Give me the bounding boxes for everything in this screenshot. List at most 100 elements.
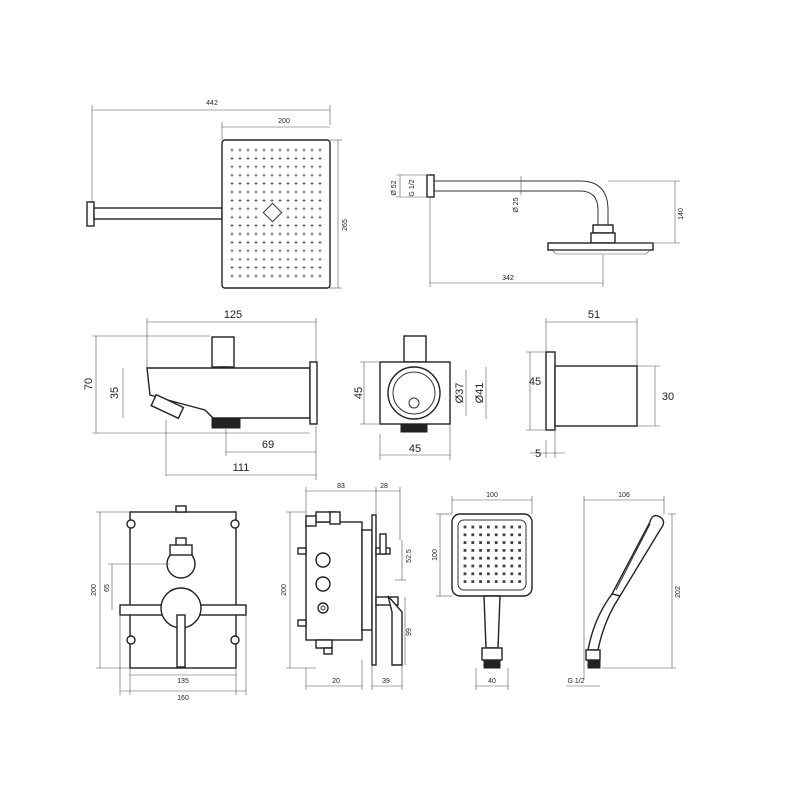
nozzle (302, 173, 306, 177)
nozzle (318, 156, 322, 160)
nozzle (518, 533, 521, 537)
nozzle (479, 580, 482, 583)
dim-125-label: 125 (224, 309, 242, 321)
nozzle (310, 257, 314, 261)
nozzle (302, 232, 306, 236)
nozzle (230, 249, 234, 253)
nozzle (238, 198, 242, 202)
dim-111-label: 111 (233, 462, 250, 474)
nozzle (494, 525, 498, 529)
dim-40-label: 40 (488, 678, 496, 685)
bath-spout-view: 125 70 35 69 111 (83, 309, 318, 480)
nozzle (294, 173, 298, 177)
nozzle (254, 215, 258, 219)
dim-5-label: 5 (535, 448, 541, 460)
nozzle (502, 556, 506, 560)
nozzle (294, 224, 298, 228)
nozzle (302, 266, 306, 270)
nozzle (246, 224, 250, 228)
nozzle (278, 190, 282, 194)
nozzle (238, 257, 242, 261)
nozzle (463, 580, 467, 583)
nozzle (302, 198, 306, 202)
nozzle (278, 224, 282, 228)
nozzle (286, 190, 290, 194)
nozzle (502, 572, 506, 576)
nozzle (518, 541, 521, 544)
nozzle (302, 148, 306, 152)
nozzle (518, 549, 521, 552)
nozzle (262, 198, 266, 202)
nozzle (479, 525, 482, 529)
nozzle (254, 232, 258, 236)
dim-35-label: 35 (109, 387, 121, 399)
nozzle (246, 173, 250, 177)
dim-45-width-label: 45 (409, 443, 421, 455)
nozzle (270, 165, 274, 169)
nozzle (494, 564, 498, 568)
nozzle (286, 266, 290, 270)
nozzle (318, 257, 322, 261)
nozzle (294, 148, 298, 152)
dim-d41-label: Ø41 (474, 383, 486, 404)
nozzle (510, 549, 514, 552)
nozzle (246, 249, 250, 253)
nozzle (310, 207, 314, 211)
nozzle (310, 215, 314, 219)
nozzle (238, 232, 242, 236)
nozzle (230, 190, 234, 194)
dim-30-label: 30 (662, 391, 674, 403)
dim-52-5-label: 52.5 (406, 549, 413, 563)
nozzle (502, 541, 506, 544)
nozzle (286, 274, 290, 278)
nozzle (278, 173, 282, 177)
nozzle (494, 556, 498, 560)
nozzle (479, 549, 482, 552)
nozzle (310, 232, 314, 236)
nozzle (318, 266, 322, 270)
nozzle (494, 549, 498, 552)
nozzle (310, 224, 314, 228)
dim-d52-label: Ø 52 (391, 180, 398, 195)
nozzle (302, 190, 306, 194)
center-diamond (262, 202, 283, 223)
nozzle (294, 198, 298, 202)
hand-shower-side-view: 106 202 G 1/2 (566, 492, 682, 687)
nozzle (238, 173, 242, 177)
nozzle (286, 173, 290, 177)
nozzle (246, 198, 250, 202)
nozzle (294, 266, 298, 270)
nozzle (294, 232, 298, 236)
nozzle (286, 215, 290, 219)
valve-body (305, 521, 363, 641)
nozzle (463, 525, 467, 529)
nozzle (463, 572, 467, 576)
nozzle (286, 232, 290, 236)
nozzle (270, 249, 274, 253)
nozzle (310, 182, 314, 186)
nozzle (294, 249, 298, 253)
nozzle (246, 274, 250, 278)
nozzle (310, 240, 314, 244)
nozzle (310, 190, 314, 194)
dim-d25-label: Ø 25 (513, 197, 520, 212)
nozzle (302, 249, 306, 253)
dim-83-label: 83 (337, 483, 345, 490)
nozzle (230, 274, 234, 278)
nozzle (502, 533, 506, 537)
nozzle (278, 165, 282, 169)
nozzle (230, 182, 234, 186)
nozzle (254, 148, 258, 152)
nozzle (270, 148, 274, 152)
nozzle-grid (230, 148, 322, 278)
nozzle (262, 165, 266, 169)
nozzle (318, 198, 322, 202)
nozzle (471, 525, 475, 529)
nozzle (310, 266, 314, 270)
nozzle (471, 549, 475, 552)
nozzle (294, 240, 298, 244)
nozzle (286, 207, 290, 211)
nozzle (262, 274, 266, 278)
nozzle (479, 556, 482, 560)
nozzle (246, 148, 250, 152)
